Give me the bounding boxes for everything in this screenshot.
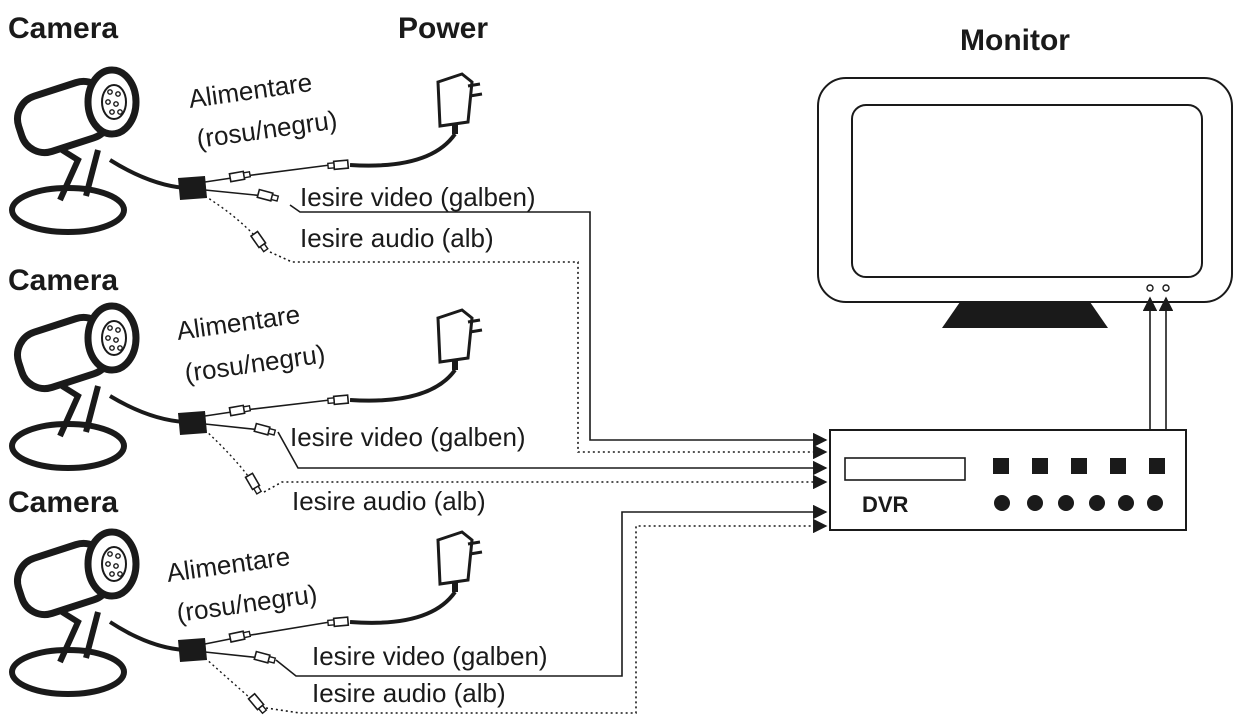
dvr-label: DVR bbox=[862, 492, 909, 517]
audio-lead bbox=[204, 429, 249, 477]
power-adapter-icon bbox=[438, 74, 482, 134]
rca-connector-icon bbox=[250, 230, 270, 254]
rca-connector-icon bbox=[228, 169, 252, 183]
audio-wire-2 bbox=[263, 474, 828, 493]
rca-connector-icon bbox=[247, 692, 269, 715]
power-adapter-icon bbox=[438, 532, 482, 592]
video-out-label: Iesire video (galben) bbox=[312, 641, 548, 671]
camera-cable bbox=[108, 394, 186, 424]
audio-out-label: Iesire audio (alb) bbox=[312, 678, 506, 708]
power-line-label: (rosu/negru) bbox=[183, 339, 327, 388]
power-adapter-icon bbox=[438, 310, 482, 370]
video-lead bbox=[204, 423, 263, 431]
power-line-label: (rosu/negru) bbox=[195, 105, 339, 154]
video-out-label: Iesire video (galben) bbox=[290, 422, 526, 452]
camera-cable bbox=[108, 158, 186, 190]
cable-splitter bbox=[178, 638, 207, 662]
camera-icon bbox=[11, 70, 136, 232]
audio-lead bbox=[204, 195, 256, 237]
rca-connector-icon bbox=[244, 472, 264, 496]
dvr-icon bbox=[829, 429, 1187, 531]
video-out-label: Iesire video (galben) bbox=[300, 182, 536, 212]
rca-connector-icon bbox=[228, 629, 252, 643]
power-lead bbox=[204, 164, 331, 183]
camera-cable bbox=[108, 620, 186, 652]
audio-out-label: Iesire audio (alb) bbox=[292, 486, 486, 516]
rca-connector-icon bbox=[326, 159, 350, 171]
camera-label-1: Camera bbox=[8, 12, 118, 45]
video-wire-3 bbox=[275, 504, 828, 677]
power-cable bbox=[349, 590, 457, 625]
power-line-label: Alimentare bbox=[165, 541, 292, 588]
power-line-label: (rosu/negru) bbox=[175, 579, 319, 628]
power-line-label: Alimentare bbox=[175, 299, 302, 346]
audio-wire-3 bbox=[265, 518, 828, 714]
rca-connector-icon bbox=[256, 188, 280, 204]
camera-label-3: Camera bbox=[8, 486, 118, 519]
video-lead bbox=[204, 189, 266, 197]
rca-connector-icon bbox=[253, 422, 277, 438]
rca-connector-icon bbox=[326, 616, 350, 628]
camera-icon bbox=[11, 532, 136, 694]
power-line-label: Alimentare bbox=[187, 67, 314, 114]
cable-splitter bbox=[178, 176, 207, 200]
audio-lead bbox=[204, 657, 251, 699]
video-wire-1 bbox=[289, 204, 828, 448]
audio-out-label: Iesire audio (alb) bbox=[300, 223, 494, 253]
cable-splitter bbox=[178, 411, 207, 435]
rca-connector-icon bbox=[228, 403, 252, 417]
camera-label-2: Camera bbox=[8, 264, 118, 297]
video-wire-2 bbox=[277, 431, 828, 476]
rca-connector-icon bbox=[326, 394, 350, 406]
camera-icon bbox=[11, 306, 136, 468]
power-cable bbox=[349, 368, 457, 403]
monitor-icon bbox=[817, 77, 1233, 328]
power-lead bbox=[204, 399, 331, 417]
power-cable bbox=[349, 132, 457, 168]
rca-connector-icon bbox=[253, 650, 277, 666]
audio-wire-1 bbox=[269, 251, 828, 460]
power-label: Power bbox=[398, 12, 488, 45]
monitor-label: Monitor bbox=[960, 24, 1070, 57]
video-lead bbox=[204, 651, 263, 659]
